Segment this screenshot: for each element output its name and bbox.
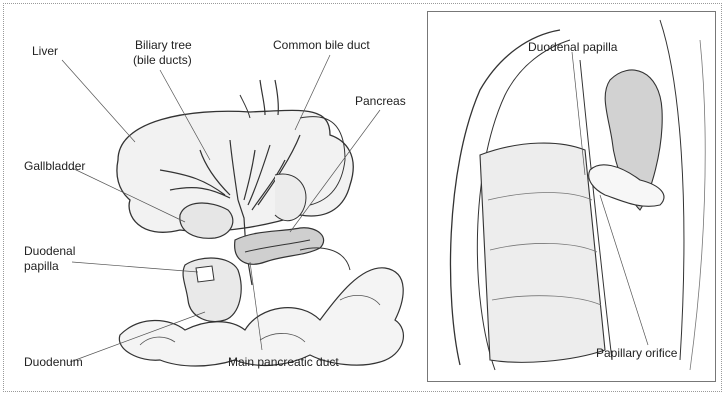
- label-duodenal-papilla-detail: Duodenal papilla: [528, 40, 617, 54]
- label-duodenal-papilla-line2: papilla: [24, 259, 59, 273]
- liver-shape: [117, 110, 353, 232]
- label-liver: Liver: [32, 44, 58, 58]
- pancreas-shape: [235, 228, 324, 264]
- label-biliary-tree: Biliary tree: [135, 38, 192, 52]
- duodenal-papilla-mark: [196, 266, 214, 282]
- label-bile-ducts: (bile ducts): [133, 53, 192, 67]
- label-main-pancreatic-duct: Main pancreatic duct: [228, 355, 339, 369]
- label-pancreas: Pancreas: [355, 94, 406, 108]
- gallbladder-shape: [180, 203, 233, 238]
- intestines: [119, 268, 403, 366]
- label-papillary-orifice: Papillary orifice: [596, 346, 677, 360]
- label-gallbladder: Gallbladder: [24, 159, 85, 173]
- label-duodenum: Duodenum: [24, 355, 83, 369]
- label-duodenal-papilla-line1: Duodenal: [24, 244, 75, 258]
- label-common-bile-duct: Common bile duct: [273, 38, 370, 52]
- mucosal-folds: [480, 143, 605, 362]
- vessel: [275, 80, 278, 115]
- vessel: [260, 80, 265, 115]
